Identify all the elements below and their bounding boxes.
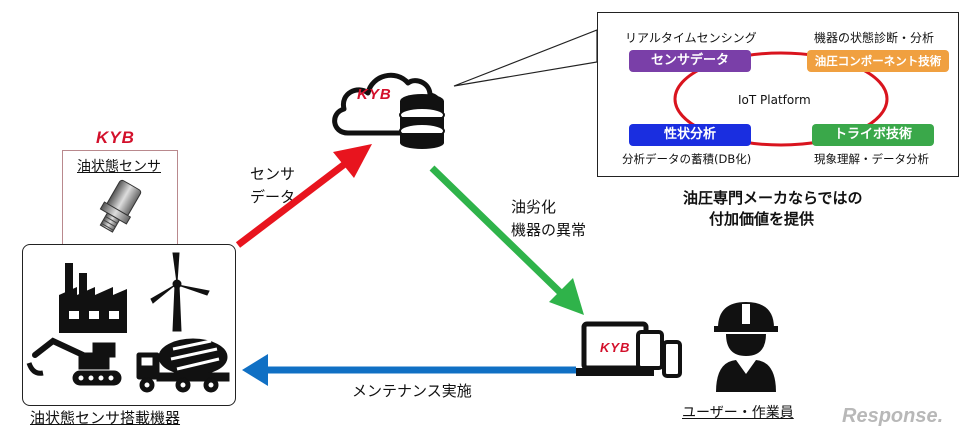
- caption-realtime-sensing: リアルタイムセンシング: [625, 31, 757, 45]
- machines-box: [22, 244, 236, 406]
- response-watermark: Response.: [842, 405, 944, 427]
- machines-icons: [26, 252, 230, 393]
- degradation-label-2: 機器の異常: [511, 221, 587, 239]
- value-statement-line2: 付加価値を提供: [709, 210, 815, 228]
- degradation-arrow: [429, 165, 584, 315]
- pill-tribology: トライボ技術: [812, 124, 934, 146]
- sensor-data-label-2: データ: [250, 188, 296, 206]
- pill-property-analysis: 性状分析: [629, 124, 751, 146]
- platform-ring: [673, 51, 889, 147]
- machines-label: 油状態センサ搭載機器: [30, 409, 181, 427]
- factory-icon: [59, 263, 127, 333]
- value-statement-line1: 油圧専門メーカならではの: [683, 189, 863, 207]
- caption-analysis-db: 分析データの蓄積(DB化): [622, 152, 752, 166]
- kyb-logo-devices: KYB: [600, 340, 631, 355]
- worker-icon: [714, 302, 778, 392]
- maintenance-label: メンテナンス実施: [352, 382, 472, 400]
- excavator-icon: [26, 337, 122, 386]
- cloud-database-icon: [332, 72, 445, 149]
- iot-platform-label: IoT Platform: [738, 93, 811, 107]
- kyb-logo-cloud: KYB: [357, 86, 392, 103]
- wind-turbine-icon: [150, 252, 210, 332]
- sensor-box: 油状態センサ: [62, 150, 178, 248]
- oil-sensor-image: [99, 179, 142, 233]
- sensor-data-label-1: センサ: [250, 165, 296, 183]
- pill-sensor-data: センサデータ: [629, 50, 751, 72]
- caption-equipment-diagnosis: 機器の状態診断・分析: [814, 31, 935, 45]
- caption-phenomenon-analysis: 現象理解・データ分析: [814, 152, 929, 166]
- maintenance-arrow: [242, 354, 576, 386]
- degradation-label-1: 油劣化: [511, 198, 557, 216]
- devices-icon: [576, 321, 682, 378]
- kyb-logo-sensor: KYB: [96, 128, 135, 147]
- user-label: ユーザー・作業員: [682, 405, 794, 421]
- mixer-truck-icon: [136, 338, 230, 393]
- iot-platform-box: リアルタイムセンシング センサデータ 機器の状態診断・分析 油圧コンポーネント技…: [597, 12, 959, 177]
- pill-hydraulic-component: 油圧コンポーネント技術: [807, 50, 949, 72]
- sensor-data-arrow: [235, 144, 372, 248]
- sensor-label: 油状態センサ: [77, 159, 161, 175]
- callout-pointer: [453, 29, 598, 87]
